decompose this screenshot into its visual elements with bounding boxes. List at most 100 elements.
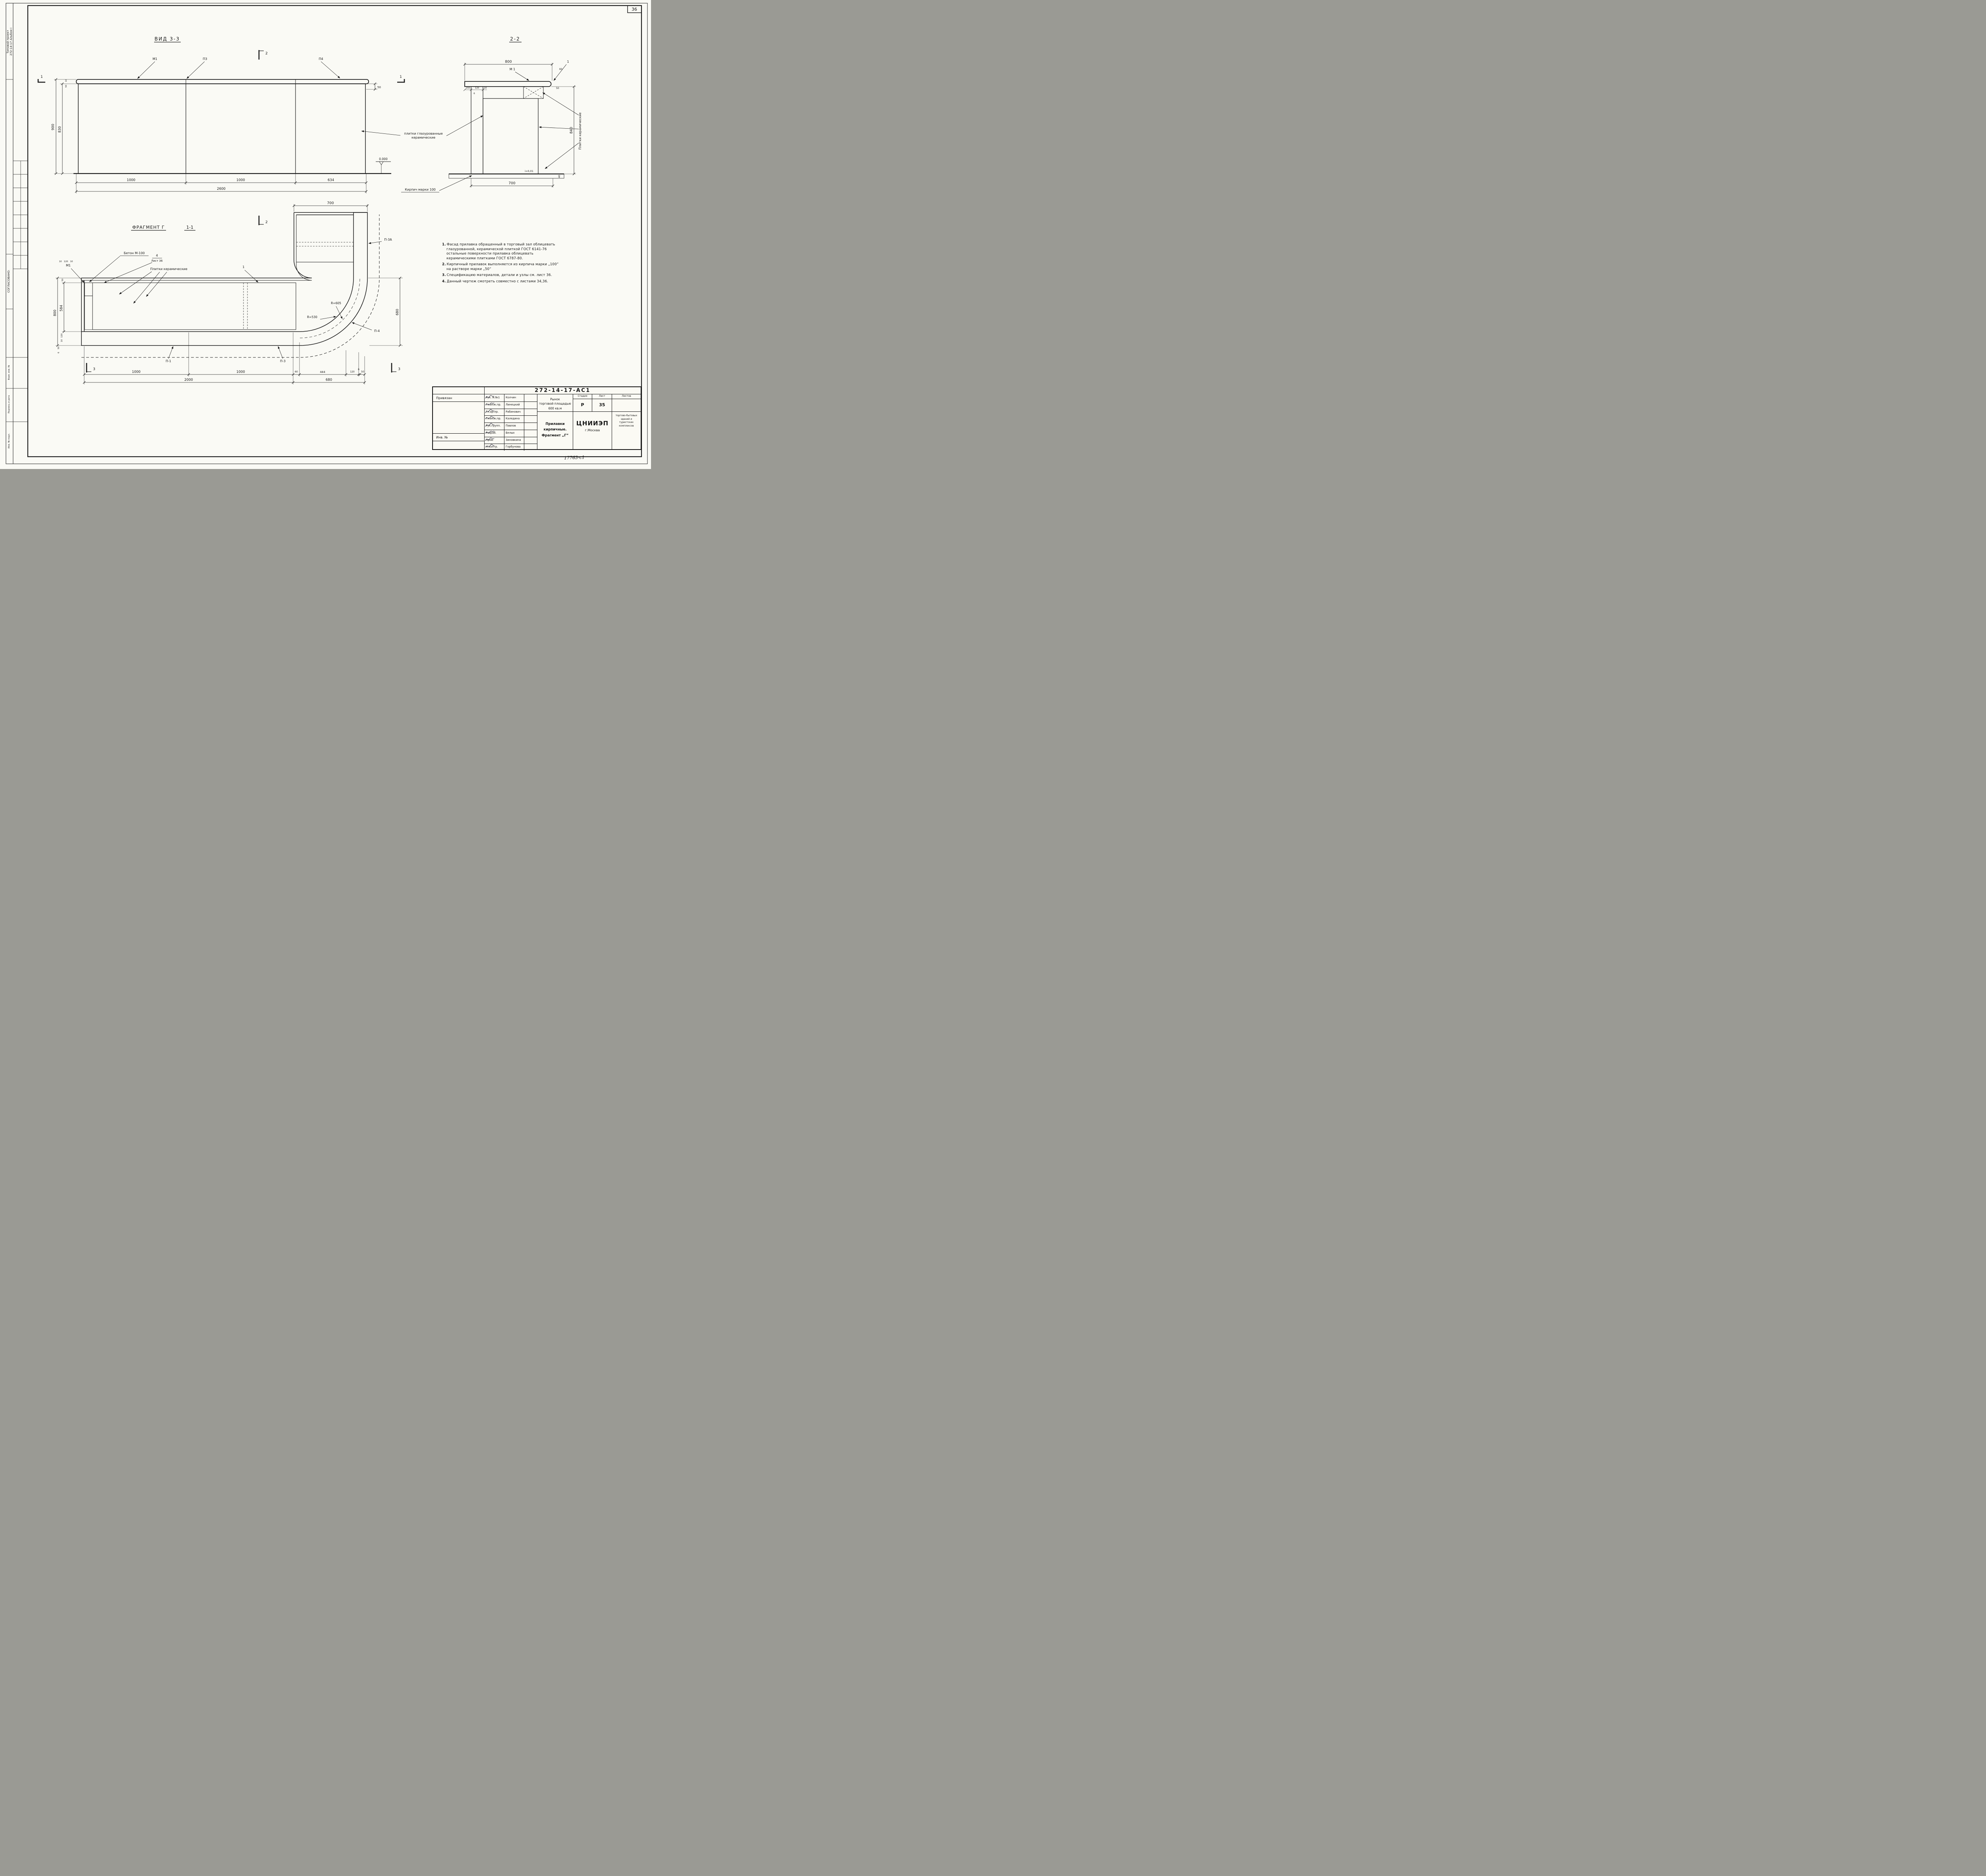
margin-project-line1: Типовой проект [6, 30, 10, 54]
dim-b1000b: 1000 [236, 370, 245, 374]
tiles-plan-arrow2 [133, 272, 160, 304]
dim-150: 150 [466, 87, 470, 89]
role-label: Пров. [485, 436, 504, 444]
dim-830: 830 [58, 126, 62, 133]
handwritten-inventory-number: 17763-с1 [564, 455, 585, 461]
brick-grade-label: Кирпич марки 100 [405, 188, 436, 191]
margin-texts: Типовой проект 272-14-17 Альбом I СОГЛАС… [6, 28, 13, 448]
inner-frame [27, 5, 642, 457]
dim-b1000a: 1000 [132, 370, 141, 374]
person-name: Линецкий [504, 401, 524, 409]
pier-dim-120: 120 [64, 261, 68, 263]
floor-strip [448, 174, 564, 179]
note-item: 2.Кирпичный прилавок выполняется из кирп… [442, 262, 561, 272]
dim-50a: 50 [62, 278, 64, 281]
margin-strip-lines [6, 79, 13, 422]
role-label: Н.контр. [485, 444, 504, 451]
tiles-arrow-2 [539, 126, 579, 129]
elevation-title: ВИД 3-3 [155, 36, 180, 42]
view3-left-label: 3 [93, 367, 95, 371]
ticks-700-plan [292, 204, 369, 207]
detail-sheet: Лист 36 [151, 259, 163, 262]
extension-lines [54, 79, 377, 193]
sheet-label: Лист [592, 394, 612, 399]
leader-m1 [137, 61, 155, 79]
signature-row: Гл.ар.пр.Рабинович [485, 408, 537, 416]
dimension-lines [56, 79, 375, 192]
label-m1: М1 [153, 57, 157, 61]
panel-joints [185, 84, 296, 174]
ext-800 [464, 63, 553, 81]
label-r530: R=530 [307, 315, 317, 319]
organization-department: торгово-бытовых зданий и туристских комп… [612, 412, 641, 449]
signature-cell [485, 423, 537, 430]
counter-wall-hatched [81, 212, 368, 346]
inventory-cell: Инв. № [433, 433, 484, 441]
signature-cell [485, 394, 537, 401]
signature-row: Разраб.Белых [485, 429, 537, 437]
dim-700-plan: 700 [327, 201, 334, 205]
role-label: Гл.ар.пр. [485, 408, 504, 416]
dim-10: 10 [65, 79, 68, 82]
leader-p3 [186, 61, 205, 79]
dim-b6: 6 [358, 368, 359, 371]
note-item: 1.Фасад прилавка обращенный в торговый з… [442, 243, 561, 261]
label-tiles-plan: Плитки керамические [150, 267, 187, 271]
dim-50b: 50 [58, 346, 60, 349]
glazed-label-line1: плитки глазурованные [404, 132, 442, 135]
note-number: 1. [442, 243, 446, 247]
glazed-label-line2: керамические [411, 136, 435, 139]
dim-50-sec: 50 [556, 87, 559, 90]
section-1-right-label: 1 [400, 75, 402, 79]
dim-60: 60 [559, 68, 562, 71]
label-1-sec: 1 [567, 60, 569, 64]
dim-800: 800 [505, 60, 512, 64]
dim-1000b: 1000 [236, 178, 245, 182]
label-m1-sec: М 1 [510, 68, 516, 71]
signature-row: Рук.групп.Павлов [485, 423, 537, 430]
sheet-frame: 36 [6, 3, 648, 464]
slab-joints [185, 79, 296, 84]
sheet-title-line2: Фрагмент „Г” [541, 433, 569, 438]
level-value: 0.000 [379, 157, 388, 161]
tiles-plan-arrow3 [146, 272, 167, 297]
dim-634: 634 [328, 178, 334, 182]
dimlines-left-plan [57, 278, 64, 345]
brick-wall-column [471, 86, 483, 174]
void-box-cross [523, 86, 544, 99]
role-label: Гл.инж.пр. [485, 401, 504, 409]
label-p3-plan: П-3 [280, 359, 286, 363]
signature-cell [485, 444, 537, 451]
slope-label: i=0,01 [525, 170, 533, 173]
leader-1-plan [244, 270, 259, 283]
role-label: Рук. м.№1 [485, 394, 504, 401]
slab-underside [483, 86, 524, 99]
dim-840: 840 [570, 127, 574, 133]
section-slab [464, 81, 552, 87]
margin-podpis: Подпись и дата [8, 395, 10, 413]
dim-584: 584 [60, 305, 64, 311]
title-block-left-zone: Привязан Инв. № [433, 387, 485, 449]
dim-b120: 120 [350, 371, 355, 373]
back-edge-outer [81, 212, 312, 278]
signature-scribble [485, 437, 495, 441]
plan-title: ФРАГМЕНТ Г [132, 225, 165, 230]
signature-scribble [485, 395, 495, 399]
sheet-number: 36 [632, 7, 637, 12]
signature-scribble [485, 402, 495, 405]
dimlines-bottom-plan [84, 374, 365, 383]
section-view-2-2: 2-2 800 М 1 1 60 150 120 10 6 50 [401, 36, 582, 193]
tiles-ceramic-vertical-label: Плитки керамические [578, 112, 582, 150]
leader-p4-plan [352, 322, 372, 330]
end-wall [84, 295, 93, 330]
margin-soglasovano: СОГЛАСОВАНО: [7, 270, 10, 293]
ticks-bottom-plan [83, 373, 366, 384]
dim-b2000: 2000 [184, 378, 193, 382]
stage-value-row: Р 35 [573, 399, 641, 412]
dim-900: 900 [51, 124, 55, 130]
label-beton: Бетон М-100 [124, 251, 145, 255]
plan-tile-grid-bar [92, 282, 296, 330]
leader-m1-sec [515, 71, 529, 81]
counter-top-slab [76, 79, 369, 84]
